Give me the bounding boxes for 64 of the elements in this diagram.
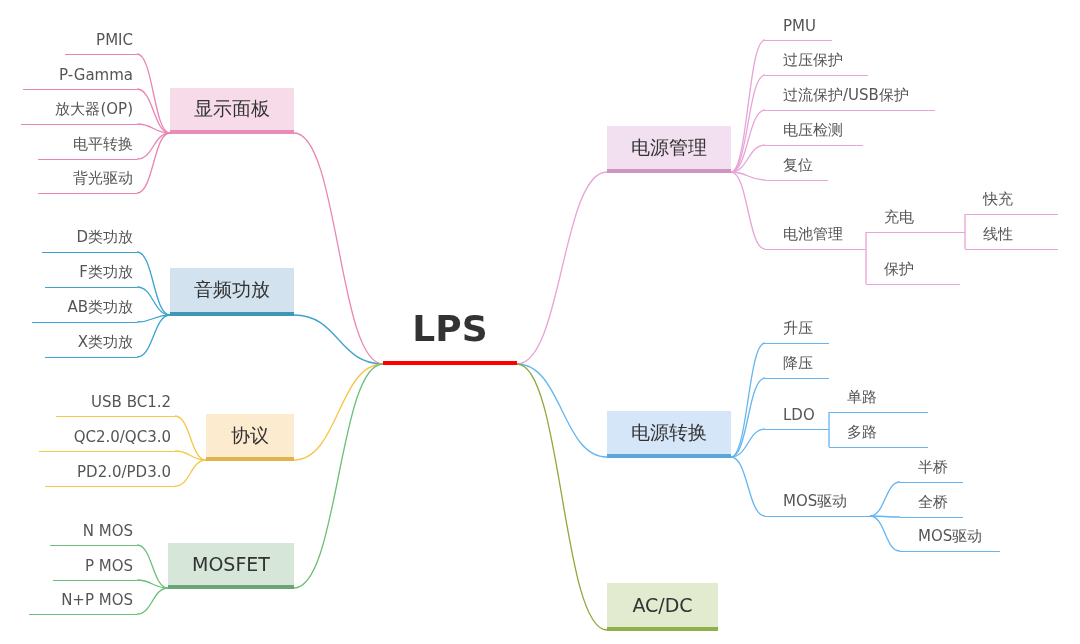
subtopic-label: X类功放 [45,328,137,358]
subtopic-label: 线性 [965,220,1058,250]
subtopic-label: 背光驱动 [38,164,137,194]
branch-line [865,231,867,250]
subtopic-label: 电平转换 [38,130,137,160]
subtopic-label: 过压保护 [765,46,868,76]
branch-line [293,363,384,461]
subtopic-label: 复位 [765,151,828,181]
subtopic-label: 多路 [829,418,928,448]
branch-line [869,515,901,518]
subtopic-label: PMU [765,11,832,41]
branch-line [964,213,966,233]
subtopic-label: 半桥 [900,453,963,483]
branch-line [293,314,384,365]
branch-line [136,314,171,358]
topic-box: 协议 [206,414,294,461]
branch-line [865,248,867,285]
branch-line [869,515,901,552]
subtopic-label: PD2.0/PD3.0 [45,457,175,487]
topic-box: 电源管理 [607,126,731,173]
branch-line [730,171,766,250]
subtopic-label: P MOS [53,551,137,581]
subtopic-label: F类功放 [45,258,137,288]
subtopic-label: 充电 [866,203,965,233]
subtopic-label: 降压 [765,349,829,379]
branch-line [730,342,766,458]
branch-line [174,459,207,487]
branch-line [516,363,608,631]
topic-box: 显示面板 [170,88,294,134]
topic-box: MOSFET [168,543,294,589]
branch-line [136,579,169,589]
subtopic-label: 放大器(OP) [21,95,137,125]
topic-box: AC/DC [607,583,718,631]
branch-line [293,363,384,589]
branch-line [828,411,830,430]
subtopic-label: AB类功放 [32,293,137,323]
subtopic-label: MOS驱动 [900,522,1000,552]
branch-line [828,428,830,448]
branch-line [136,587,169,615]
subtopic-label: 升压 [765,314,829,344]
subtopic-label: USB BC1.2 [56,387,175,417]
subtopic-label: PMIC [65,25,137,55]
subtopic-label: 电压检测 [765,116,863,146]
subtopic-label: QC2.0/QC3.0 [39,422,175,452]
central-topic: LPS [383,295,517,365]
branch-line [730,456,766,517]
subtopic-label: 单路 [829,383,928,413]
branch-line [964,231,966,250]
subtopic-label: 保护 [866,255,960,285]
subtopic-label: LDO [765,400,829,430]
topic-box: 电源转换 [607,411,731,458]
subtopic-label: P-Gamma [23,60,137,90]
subtopic-label: 过流保护/USB保护 [765,81,935,111]
subtopic-label: N MOS [50,516,137,546]
subtopic-label: 电池管理 [765,220,866,250]
subtopic-label: D类功放 [42,223,137,253]
subtopic-label: MOS驱动 [765,487,870,517]
topic-box: 音频功放 [170,268,294,316]
branch-line [174,450,207,461]
branch-line [516,363,608,458]
branch-line [136,132,171,194]
subtopic-label: 快充 [965,185,1058,215]
subtopic-label: 全桥 [900,488,963,518]
subtopic-label: N+P MOS [29,585,137,615]
